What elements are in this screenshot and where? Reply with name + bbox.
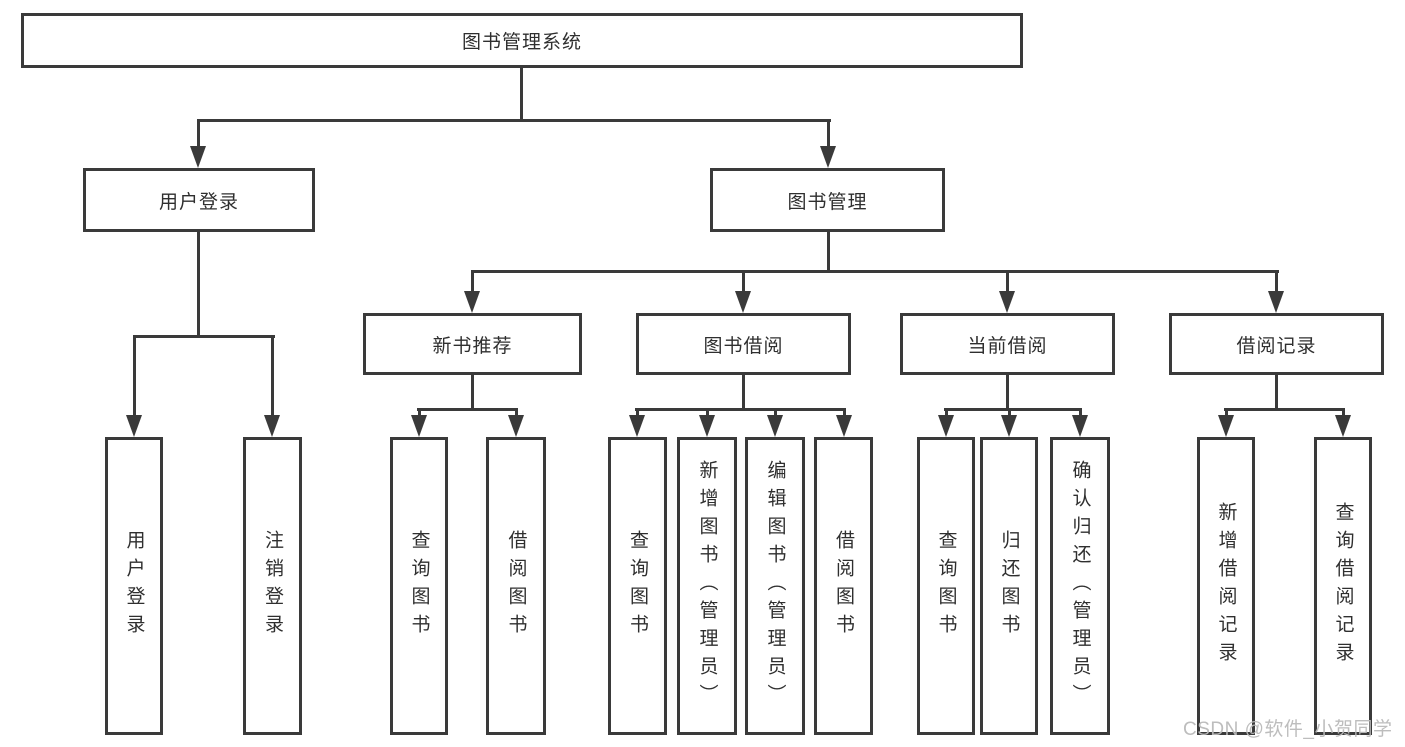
arrowhead bbox=[126, 415, 142, 437]
node-borrow-records: 借阅记录 bbox=[1169, 313, 1384, 375]
node-label: 查询图书 bbox=[935, 530, 957, 642]
arrowhead bbox=[1001, 415, 1017, 437]
connector-level3-stub bbox=[1275, 375, 1278, 410]
connector-drop-leaf bbox=[1079, 408, 1082, 416]
leaf-query-books-current: 查询图书 bbox=[917, 437, 975, 735]
arrowhead bbox=[767, 415, 783, 437]
node-label: 注销登录 bbox=[262, 530, 283, 642]
connector-drop-leaf bbox=[1342, 408, 1345, 416]
arrowhead bbox=[264, 415, 280, 437]
node-label: 查询借阅记录 bbox=[1332, 502, 1354, 670]
node-label: 用户登录 bbox=[158, 191, 239, 213]
arrowhead bbox=[938, 415, 954, 437]
node-label: 新增图书（管理员） bbox=[696, 460, 718, 712]
node-label: 图书管理系统 bbox=[461, 32, 582, 53]
connector-drop-leaf bbox=[1008, 408, 1011, 416]
connector-drop-leaf bbox=[774, 408, 777, 416]
arrowhead bbox=[735, 291, 751, 313]
leaf-borrow-books: 借阅图书 bbox=[814, 437, 873, 735]
leaf-user-login: 用户登录 bbox=[105, 437, 163, 735]
node-label: 当前借阅 bbox=[967, 335, 1048, 357]
arrowhead bbox=[1268, 291, 1284, 313]
connector-l1-horizontal bbox=[197, 119, 831, 122]
connector-book-management-stub bbox=[827, 232, 830, 272]
node-label: 用户登录 bbox=[123, 530, 145, 642]
arrowhead bbox=[836, 415, 852, 437]
arrowhead bbox=[699, 415, 715, 437]
arrowhead bbox=[508, 415, 524, 437]
node-label: 图书借阅 bbox=[703, 335, 784, 357]
arrowhead bbox=[411, 415, 427, 437]
arrowhead bbox=[1335, 415, 1351, 437]
leaf-add-book-admin: 新增图书（管理员） bbox=[677, 437, 737, 735]
connector-drop-leaf bbox=[418, 408, 421, 416]
connector-drop-level3 bbox=[742, 272, 745, 291]
arrowhead bbox=[1072, 415, 1088, 437]
leaf-query-books-borrow: 查询图书 bbox=[608, 437, 667, 735]
connector-drop-leaf bbox=[1225, 408, 1228, 416]
leaf-logout: 注销登录 bbox=[243, 437, 302, 735]
node-label: 查询图书 bbox=[627, 530, 648, 642]
connector-drop-leaf bbox=[515, 408, 518, 416]
node-label: 归还图书 bbox=[998, 530, 1020, 642]
node-current-borrow: 当前借阅 bbox=[900, 313, 1115, 375]
node-label: 图书管理 bbox=[787, 191, 868, 213]
node-label: 新增借阅记录 bbox=[1215, 502, 1237, 670]
leaf-query-borrow-record: 查询借阅记录 bbox=[1314, 437, 1372, 735]
connector-group-horizontal bbox=[417, 408, 518, 411]
leaf-edit-book-admin: 编辑图书（管理员） bbox=[745, 437, 805, 735]
connector-drop-leaf bbox=[945, 408, 948, 416]
watermark: CSDN @软件_小贺同学 bbox=[1183, 719, 1393, 740]
connector-user-login-horizontal bbox=[133, 335, 275, 338]
leaf-query-books-recommend: 查询图书 bbox=[390, 437, 448, 735]
leaf-confirm-return-admin: 确认归还（管理员） bbox=[1050, 437, 1110, 735]
connector-drop-level3 bbox=[1275, 272, 1278, 291]
node-root: 图书管理系统 bbox=[21, 13, 1023, 68]
node-label: 借阅记录 bbox=[1236, 335, 1317, 357]
arrowhead bbox=[190, 146, 206, 168]
arrowhead bbox=[999, 291, 1015, 313]
arrowhead bbox=[464, 291, 480, 313]
connector-drop-leaf bbox=[133, 337, 136, 415]
connector-group-horizontal bbox=[1224, 408, 1345, 411]
node-label: 确认归还（管理员） bbox=[1069, 460, 1091, 712]
connector-drop-level3 bbox=[1006, 272, 1009, 291]
connector-drop-leaf bbox=[636, 408, 639, 416]
arrowhead bbox=[1218, 415, 1234, 437]
connector-level3-stub bbox=[1006, 375, 1009, 410]
node-book-borrow: 图书借阅 bbox=[636, 313, 851, 375]
connector-l3-horizontal bbox=[471, 270, 1279, 273]
connector-group-horizontal bbox=[635, 408, 846, 411]
arrowhead bbox=[629, 415, 645, 437]
connector-level3-stub bbox=[471, 375, 474, 410]
node-label: 查询图书 bbox=[408, 530, 430, 642]
connector-drop-leaf bbox=[843, 408, 846, 416]
node-label: 借阅图书 bbox=[505, 530, 527, 642]
node-label: 借阅图书 bbox=[833, 530, 854, 642]
node-new-book-recommend: 新书推荐 bbox=[363, 313, 582, 375]
leaf-add-borrow-record: 新增借阅记录 bbox=[1197, 437, 1255, 735]
connector-drop-book-management bbox=[827, 121, 830, 146]
connector-level3-stub bbox=[742, 375, 745, 410]
connector-drop-user-login bbox=[197, 121, 200, 146]
connector-user-login-stub bbox=[197, 232, 200, 338]
connector-root-stub bbox=[520, 68, 523, 122]
connector-group-horizontal bbox=[944, 408, 1082, 411]
connector-drop-leaf bbox=[706, 408, 709, 416]
node-label: 新书推荐 bbox=[432, 335, 513, 357]
arrowhead bbox=[820, 146, 836, 168]
connector-drop-leaf bbox=[271, 337, 274, 415]
leaf-borrow-books-recommend: 借阅图书 bbox=[486, 437, 546, 735]
connector-drop-level3 bbox=[471, 272, 474, 291]
node-user-login: 用户登录 bbox=[83, 168, 315, 232]
node-label: 编辑图书（管理员） bbox=[764, 460, 786, 712]
node-book-management: 图书管理 bbox=[710, 168, 945, 232]
leaf-return-book: 归还图书 bbox=[980, 437, 1038, 735]
